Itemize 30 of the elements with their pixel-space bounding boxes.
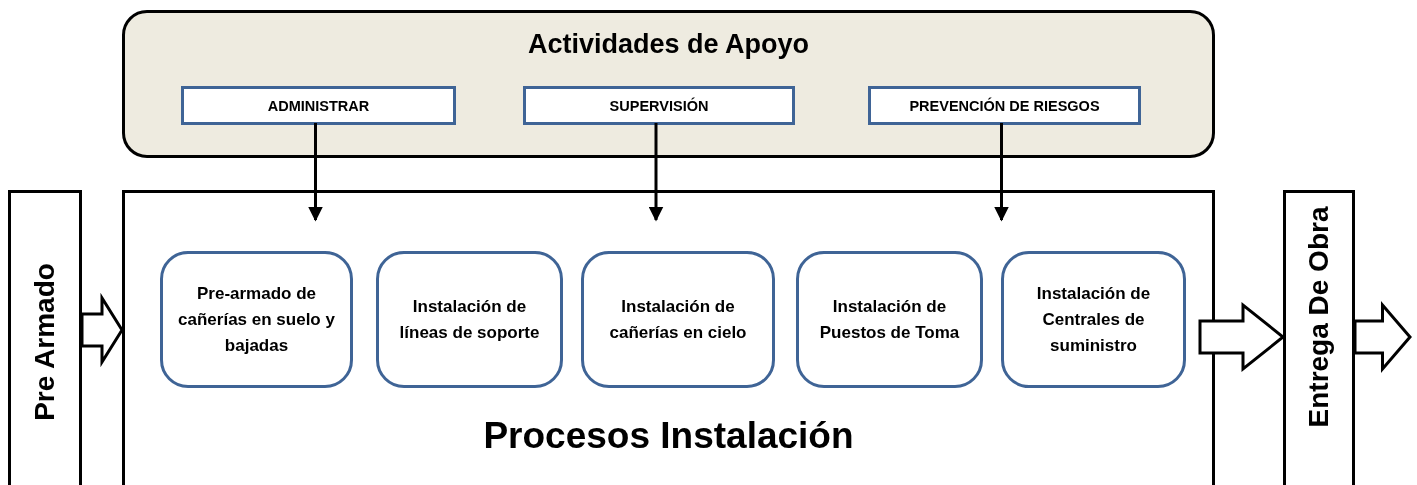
process-label: Instalación de Centrales de suministro: [1035, 282, 1152, 357]
process-label: Instalación de cañerías en cielo: [608, 295, 748, 344]
panel-heading: Actividades de Apoyo: [526, 29, 811, 60]
stage-column: [1283, 190, 1355, 485]
process-label: Instalación de Puestos de Toma: [818, 295, 961, 344]
activity-box: [181, 86, 456, 125]
activity-label: PREVENCIÓN DE RIESGOS: [909, 97, 1100, 114]
stage-label: Pre Armado: [29, 263, 61, 421]
activity-label: SUPERVISIÓN: [609, 97, 709, 114]
activity-label: ADMINISTRAR: [267, 97, 370, 114]
process-frame: [122, 190, 1215, 485]
process-label: Pre-armado de cañerías en suelo y bajadas: [177, 282, 336, 357]
stage-label: Entrega De Obra: [1303, 206, 1335, 428]
block-arrow: [80, 292, 124, 368]
activity-box: [868, 86, 1141, 125]
process-box: [1001, 251, 1186, 388]
process-box: [160, 251, 353, 388]
arrow: [308, 123, 323, 222]
block-arrow: [1198, 301, 1286, 373]
process-box: [376, 251, 563, 388]
arrow: [648, 123, 664, 222]
process-box: [796, 251, 983, 388]
frame-heading: Procesos Instalación: [482, 415, 855, 457]
stage-column: [8, 190, 82, 485]
arrow: [994, 123, 1009, 222]
support-panel: [122, 10, 1215, 158]
block-arrow: [1353, 300, 1412, 374]
process-box: [581, 251, 775, 388]
activity-box: [523, 86, 795, 125]
process-label: Instalación de líneas de soporte: [398, 295, 541, 344]
